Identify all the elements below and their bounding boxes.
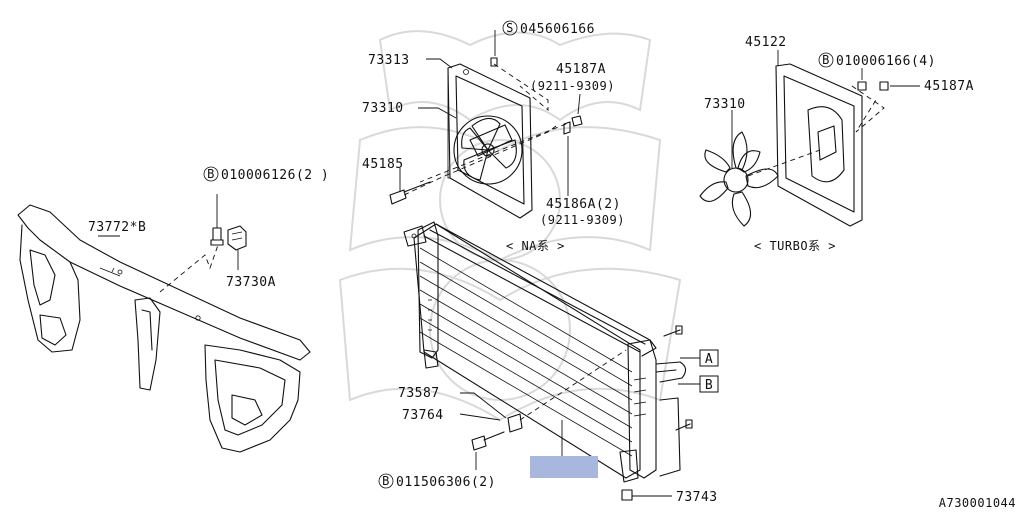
condenser-bolt-side[interactable]	[675, 419, 693, 431]
bracket-bolt[interactable]	[210, 227, 224, 246]
label-045606166: S 045606166	[502, 20, 595, 37]
svg-text:010006166(4): 010006166(4)	[836, 54, 936, 69]
svg-text:B: B	[207, 167, 215, 181]
svg-text:B: B	[822, 53, 830, 67]
svg-text:010006126(2 ): 010006126(2 )	[221, 168, 329, 183]
nut-45187a-turbo[interactable]	[879, 81, 889, 91]
label-73310-na: 73310	[362, 101, 404, 116]
condenser-pipes[interactable]	[655, 361, 687, 477]
label-45186a: 45186A(2)	[546, 197, 621, 212]
condenser-side-tank-right[interactable]	[627, 339, 657, 479]
screw-045606166[interactable]	[490, 57, 498, 67]
upper-bracket[interactable]	[403, 225, 427, 247]
na-fan-blades[interactable]	[453, 115, 523, 185]
svg-text:B: B	[705, 378, 713, 393]
label-45187a-na-range: (9211-9309)	[530, 79, 615, 93]
label-45187a-turbo: 45187A	[924, 79, 974, 94]
nut-45187a-na[interactable]	[571, 115, 583, 127]
turbo-fan-blades[interactable]	[699, 131, 779, 227]
label-010006126: B 010006126(2 )	[203, 166, 329, 183]
callout-b: B	[699, 375, 719, 393]
grommet-45186a[interactable]	[563, 121, 571, 135]
label-010006166: B 010006166(4)	[818, 52, 936, 69]
label-73587: 73587	[398, 386, 440, 401]
condenser-core[interactable]	[413, 223, 657, 479]
label-73772b: 73772*B	[88, 220, 146, 235]
diagram-id: A730001044	[939, 496, 1016, 510]
svg-text:S: S	[506, 21, 514, 35]
bolt-010006166[interactable]	[857, 81, 867, 91]
label-45122: 45122	[745, 35, 787, 50]
bushing-73764[interactable]	[507, 413, 523, 433]
label-73730a: 73730A	[226, 275, 276, 290]
bolt-011506306[interactable]	[471, 431, 505, 451]
bolt-73743[interactable]	[621, 489, 633, 501]
sensor-73730a[interactable]	[227, 225, 247, 251]
label-73743: 73743	[676, 490, 718, 505]
label-73764: 73764	[402, 408, 444, 423]
label-turbo-group: < TURBO系 >	[754, 239, 836, 253]
svg-text:A: A	[705, 352, 713, 367]
callout-a: A	[699, 349, 719, 367]
highlighted-part[interactable]	[530, 456, 598, 478]
label-011506306: B 011506306(2)	[378, 473, 496, 490]
label-45185: 45185	[362, 157, 404, 172]
label-73310-turbo: 73310	[704, 97, 746, 112]
bolt-45185[interactable]	[389, 181, 431, 205]
na-fan-motor[interactable]	[469, 124, 513, 157]
label-73313: 73313	[368, 53, 410, 68]
svg-text:011506306(2): 011506306(2)	[396, 475, 496, 490]
label-na-group: < NA系 >	[506, 239, 565, 253]
watermark-emblem	[338, 30, 682, 422]
radiator-support-panel[interactable]	[17, 204, 311, 453]
condenser-side-tank-left[interactable]	[417, 221, 439, 369]
label-45187a-na: 45187A	[556, 62, 606, 77]
na-fan-shroud[interactable]	[447, 63, 533, 219]
condenser-bolt-top[interactable]	[663, 325, 683, 337]
svg-text:B: B	[382, 474, 390, 488]
svg-text:045606166: 045606166	[520, 22, 595, 37]
label-45186a-range: (9211-9309)	[540, 213, 625, 227]
turbo-fan-shroud[interactable]	[775, 63, 863, 227]
lower-bracket[interactable]	[619, 449, 639, 483]
